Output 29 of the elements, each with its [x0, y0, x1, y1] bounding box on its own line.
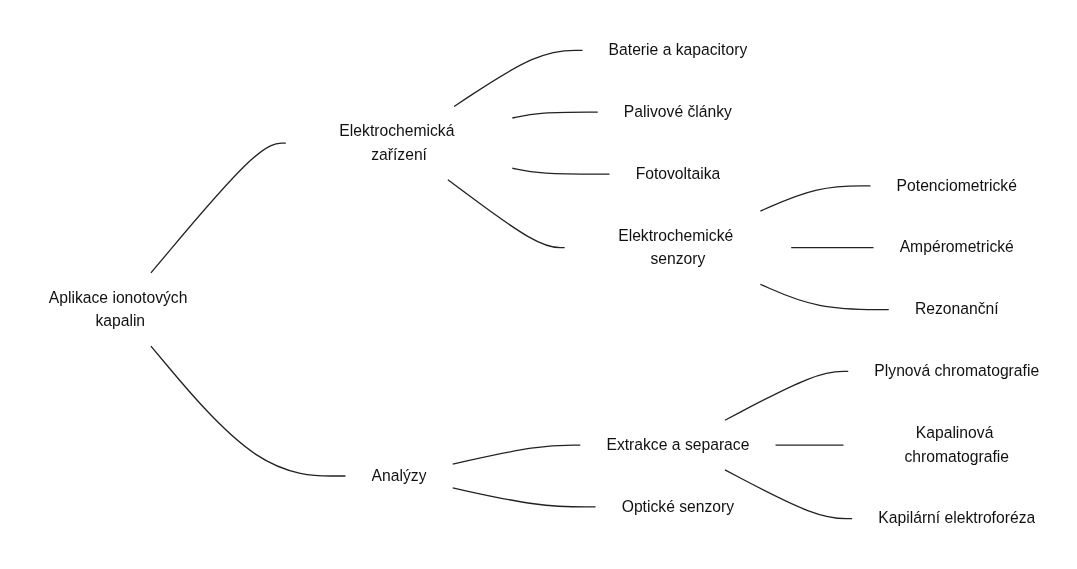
node-text: Baterie a kapacitory	[608, 41, 748, 59]
node-text: Palivové články	[623, 103, 732, 121]
node-text: Extrakce a separace	[606, 435, 750, 454]
node-text: Elektrochemické senzory	[618, 226, 734, 268]
connector	[759, 185, 872, 212]
node-text: Elektrochemická zařízení	[339, 122, 455, 164]
connector	[759, 283, 890, 311]
node-text: Optické senzory	[621, 497, 735, 516]
node-text: Fotovoltaika	[635, 164, 721, 183]
node-text: Potenciometrické	[896, 176, 1017, 195]
connector	[511, 167, 611, 175]
connector	[150, 142, 287, 274]
connector	[724, 370, 849, 421]
connector	[790, 247, 875, 249]
node-text: Kapilární elektroforéza	[878, 509, 1036, 527]
connector	[453, 49, 584, 108]
node-text: Analýzy	[371, 466, 427, 485]
connector	[511, 111, 599, 119]
connector	[452, 487, 597, 508]
connector	[150, 345, 347, 477]
node-text: Aplikace ionotových kapalin	[48, 288, 188, 330]
connector	[724, 469, 853, 520]
node-text: Plynová chromatografie	[874, 362, 1040, 380]
connector	[447, 179, 566, 249]
connector	[774, 444, 845, 446]
connector	[452, 444, 581, 465]
node-text: Rezonanční	[914, 300, 999, 318]
node-text: Ampérometrické	[899, 238, 1014, 256]
node-text: Kapalinová chromatografie	[904, 424, 1010, 466]
